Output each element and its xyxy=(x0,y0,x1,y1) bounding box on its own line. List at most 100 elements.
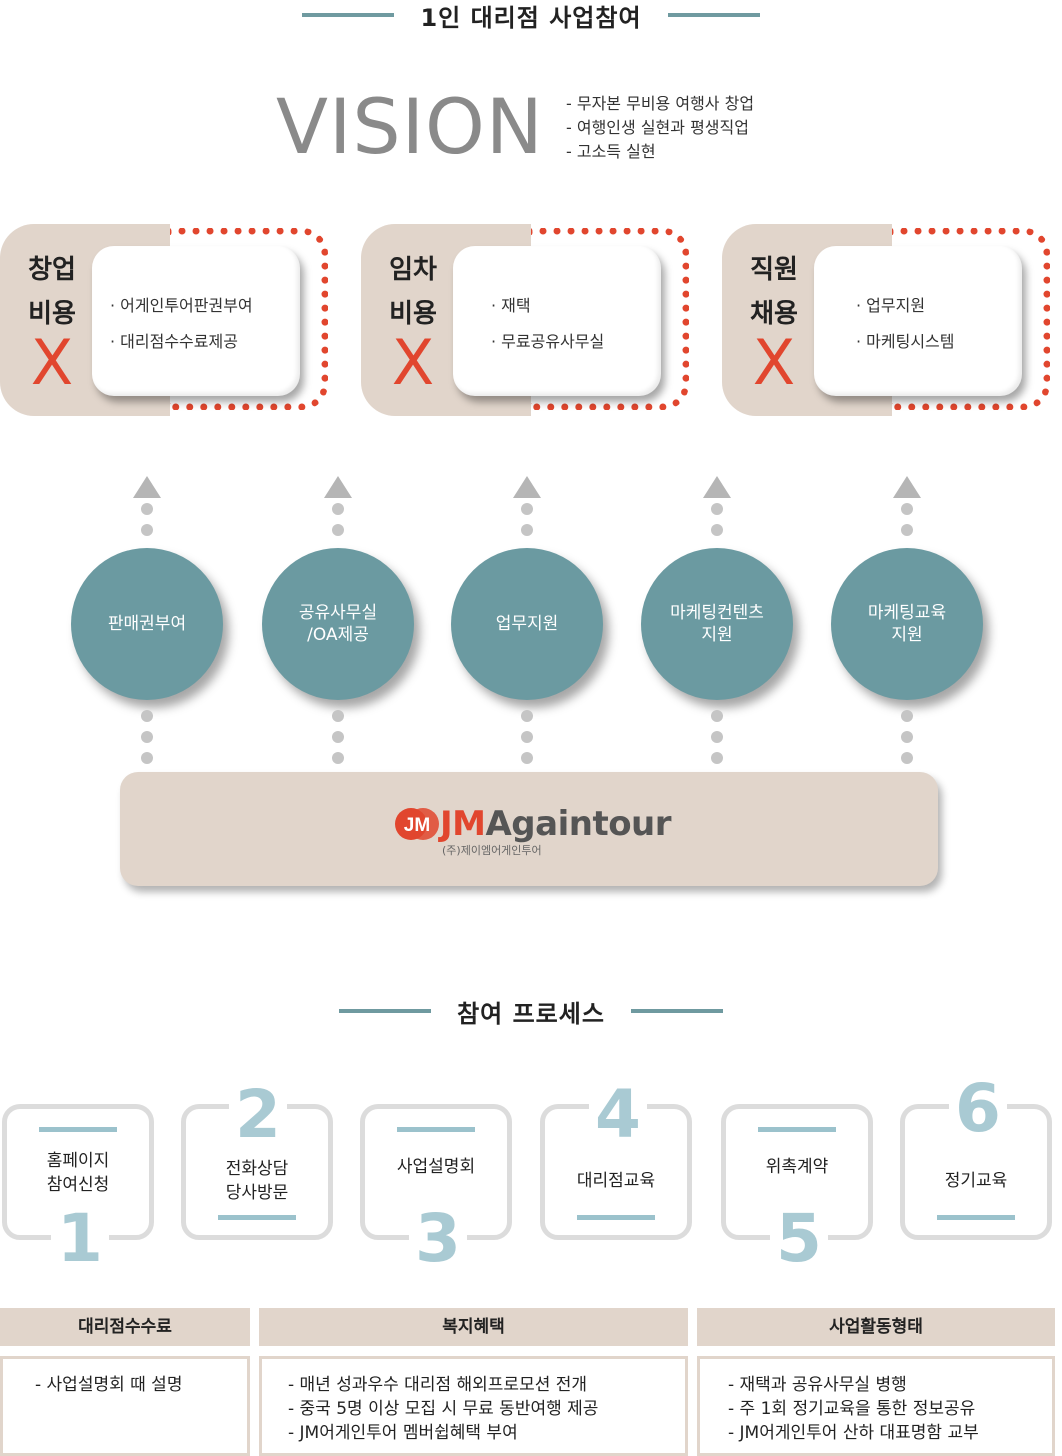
x-mark-icon: X xyxy=(30,326,74,399)
connector-dot xyxy=(521,503,533,515)
step-number: 1 xyxy=(51,1206,109,1272)
card-items: · 어게인투어판권부여 · 대리점수수료제공 xyxy=(110,288,253,360)
support-circle-business-support: 업무지원 xyxy=(451,548,603,700)
step-bar xyxy=(758,1127,836,1132)
vision-list: - 무자본 무비용 여행사 창업 - 여행인생 실현과 평생직업 - 고소득 실… xyxy=(566,92,754,164)
connector-dot xyxy=(901,710,913,722)
card-items: · 업무지원 · 마케팅시스템 xyxy=(856,288,955,360)
step-bar xyxy=(397,1127,475,1132)
svg-text:JM: JM xyxy=(404,815,430,836)
connector-dot xyxy=(901,503,913,515)
info-cell-benefits: - 매년 성과우수 대리점 해외프로모션 전개 - 중국 5명 이상 모집 시 … xyxy=(259,1356,688,1456)
card-item: · 대리점수수료제공 xyxy=(110,332,238,351)
title-line-right xyxy=(667,13,760,17)
connector-dot xyxy=(711,731,723,743)
connector-dot xyxy=(332,503,344,515)
step-number: 6 xyxy=(949,1076,1007,1142)
title-line-left xyxy=(339,1009,432,1013)
card-items: · 재택 · 무료공유사무실 xyxy=(491,288,604,360)
connector-dot xyxy=(901,731,913,743)
info-cell-activity: - 재택과 공유사무실 병행 - 주 1회 정기교육을 통한 정보공유 - JM… xyxy=(697,1356,1055,1456)
info-header-activity: 사업활동형태 xyxy=(697,1308,1055,1346)
connector-dot xyxy=(711,752,723,764)
connector-dot xyxy=(521,752,533,764)
connector-dot xyxy=(141,524,153,536)
dotted-border xyxy=(890,228,1050,410)
title-line-right xyxy=(630,1009,723,1013)
card-item: · 어게인투어판권부여 xyxy=(110,296,253,315)
card-content-panel xyxy=(814,246,1022,396)
arrow-up-icon xyxy=(324,476,352,498)
info-item: - 재택과 공유사무실 병행 xyxy=(728,1375,907,1395)
vision-item: - 고소득 실현 xyxy=(566,142,656,161)
company-logo: JM JMAgaintour xyxy=(394,804,672,844)
support-circle-sales-rights: 판매권부여 xyxy=(71,548,223,700)
connector-dot xyxy=(141,710,153,722)
connector-dot xyxy=(711,503,723,515)
step-number: 3 xyxy=(409,1206,467,1272)
info-header-benefits: 복지혜택 xyxy=(259,1308,688,1346)
connector-dot xyxy=(711,710,723,722)
section-title-text: 1인 대리점 사업참여 xyxy=(420,3,642,32)
step-label: 대리점교육 xyxy=(576,1171,656,1191)
info-item: - JM어게인투어 멤버쉽혜택 부여 xyxy=(288,1423,518,1443)
step-number: 5 xyxy=(770,1206,828,1272)
step-number: 2 xyxy=(229,1082,287,1148)
card-content-panel xyxy=(92,246,300,396)
connector-dot xyxy=(332,731,344,743)
arrow-up-icon xyxy=(893,476,921,498)
dotted-border xyxy=(168,228,328,410)
connector-dot xyxy=(332,752,344,764)
arrow-up-icon xyxy=(513,476,541,498)
connector-dot xyxy=(521,524,533,536)
section-title-text: 참여 프로세스 xyxy=(457,999,605,1028)
info-cell-commission: - 사업설명회 때 설명 xyxy=(0,1356,250,1456)
arrow-up-icon xyxy=(133,476,161,498)
section-title-participation: 1인 대리점 사업참여 xyxy=(0,0,1062,32)
connector-dot xyxy=(711,524,723,536)
step-bar xyxy=(218,1215,296,1220)
step-bar xyxy=(39,1127,117,1132)
connector-dot xyxy=(332,710,344,722)
support-circle-shared-office: 공유사무실/OA제공 xyxy=(262,548,414,700)
card-item: · 마케팅시스템 xyxy=(856,332,955,351)
card-item: · 업무지원 xyxy=(856,296,926,315)
step-bar xyxy=(937,1215,1015,1220)
title-line-left xyxy=(302,13,395,17)
info-item: - 매년 성과우수 대리점 해외프로모션 전개 xyxy=(288,1375,588,1395)
company-name-korean: (주)제이엠어게인투어 xyxy=(442,844,542,857)
info-item: - JM어게인투어 산하 대표명함 교부 xyxy=(728,1423,979,1443)
step-label: 정기교육 xyxy=(944,1171,1008,1191)
info-item: - 주 1회 정기교육을 통한 정보공유 xyxy=(728,1399,976,1419)
x-mark-icon: X xyxy=(391,326,435,399)
info-item: - 사업설명회 때 설명 xyxy=(35,1375,183,1395)
connector-dot xyxy=(901,524,913,536)
card-item: · 재택 xyxy=(491,296,531,315)
card-content-panel xyxy=(453,246,661,396)
company-base-bar xyxy=(120,772,938,886)
connector-dot xyxy=(141,752,153,764)
x-mark-icon: X xyxy=(752,326,796,399)
dotted-border xyxy=(529,228,689,410)
vision-heading: VISION xyxy=(276,82,544,171)
info-item: - 중국 5명 이상 모집 시 무료 동반여행 제공 xyxy=(288,1399,599,1419)
connector-dot xyxy=(141,503,153,515)
step-number: 4 xyxy=(589,1082,647,1148)
vision-item: - 무자본 무비용 여행사 창업 xyxy=(566,94,755,113)
info-header-commission: 대리점수수료 xyxy=(0,1308,250,1346)
card-item: · 무료공유사무실 xyxy=(491,332,605,351)
connector-dot xyxy=(521,710,533,722)
connector-dot xyxy=(141,731,153,743)
connector-dot xyxy=(521,731,533,743)
step-label: 위촉계약 xyxy=(765,1157,829,1177)
vision-item: - 여행인생 실현과 평생직업 xyxy=(566,118,749,137)
